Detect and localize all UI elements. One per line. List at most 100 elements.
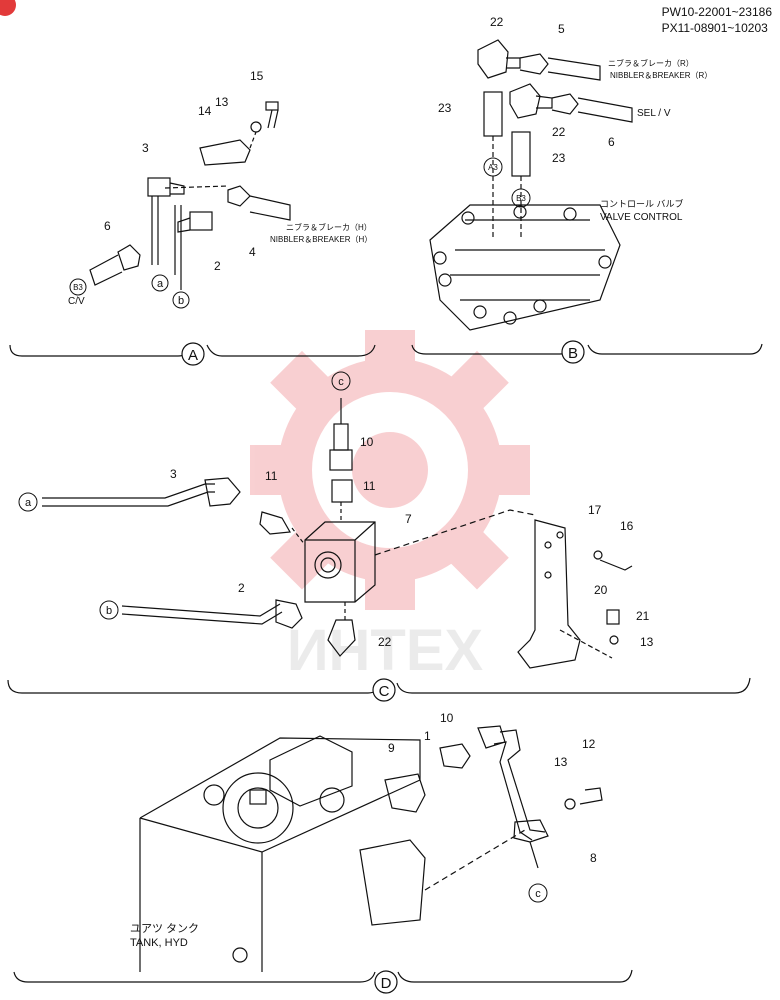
- serial-px: PX11-08901~10203: [661, 21, 768, 35]
- connector-c-d-label: c: [535, 888, 541, 900]
- nibbler-r-jp: ニブラ＆ブレーカ（R）: [608, 58, 694, 68]
- hose-6-b: [551, 93, 633, 123]
- section-b: [411, 39, 763, 355]
- nibbler-r-en: NIBBLER＆BREAKER（R）: [610, 71, 712, 80]
- elbow-2-c: [275, 599, 303, 629]
- part-10-d: 10: [440, 711, 454, 725]
- adapter-23-a: [483, 91, 503, 137]
- connector-b-top: [172, 291, 190, 309]
- tube-3: [42, 483, 215, 507]
- part-3-c: 3: [170, 467, 177, 481]
- connector-a3-label: A3: [488, 163, 498, 172]
- bolt-16: [599, 559, 633, 571]
- connector-b3-a: [69, 278, 87, 296]
- elbow-22-c: [327, 619, 356, 657]
- part-13-d: 13: [554, 755, 568, 769]
- bolt-12: [579, 787, 603, 805]
- part-13-c: 13: [640, 635, 654, 649]
- connector-a3: [483, 157, 503, 177]
- section-b-text: 22 5 ニブラ＆ブレーカ（R） NIBBLER＆BREAKER（R） 23 2…: [438, 15, 712, 364]
- section-b-label: B: [568, 345, 578, 362]
- connector-c-top: [331, 371, 351, 391]
- clamp-14: [199, 139, 251, 166]
- tube-8: [493, 729, 549, 869]
- nibbler-h-en: NIBBLER＆BREAKER（H）: [270, 235, 372, 244]
- washer-13: [250, 121, 262, 133]
- part-22-top: 22: [490, 15, 504, 29]
- connector-a-top: [151, 274, 169, 292]
- part-5: 5: [558, 22, 565, 36]
- serial-range: PW10-22001~23186 PX11-08901~10203: [662, 4, 772, 36]
- connector-b-top-label: b: [178, 295, 184, 307]
- connector-b3-a-label: B3: [73, 283, 83, 292]
- part-23-b: 23: [552, 151, 566, 165]
- part-17: 17: [588, 503, 602, 517]
- section-c-label: C: [379, 683, 390, 700]
- part-20: 20: [594, 583, 608, 597]
- adapter-10-body: [333, 423, 349, 451]
- bracket-20: [517, 519, 581, 669]
- connector-a-c-label: a: [25, 497, 32, 509]
- part-10-c: 10: [360, 435, 374, 449]
- part-3-a: 3: [142, 141, 149, 155]
- adapter-11-top: [331, 479, 353, 503]
- watermark: ИНТЕХ: [250, 330, 530, 683]
- part-2-c: 2: [238, 581, 245, 595]
- hose-5: [519, 53, 601, 81]
- section-d-text: 9 1 10 12 13 8 c ユアツ タンク TANK, HYD D: [130, 711, 597, 994]
- section-a-marker: [181, 342, 205, 366]
- connector-b3-b-label: B3: [516, 194, 526, 203]
- connector-c-d: [528, 883, 548, 903]
- part-6-b: 6: [608, 135, 615, 149]
- section-d-marker: [374, 970, 398, 994]
- part-8: 8: [590, 851, 597, 865]
- hydraulic-tank: [139, 735, 426, 972]
- part-7: 7: [405, 512, 412, 526]
- part-11-top: 11: [363, 479, 376, 493]
- part-2-a: 2: [214, 259, 221, 273]
- part-4: 4: [249, 245, 256, 259]
- part-12: 12: [582, 737, 596, 751]
- hose-4: [227, 185, 291, 221]
- washer-13-d: [564, 798, 576, 810]
- block-7: [304, 521, 376, 603]
- part-16: 16: [620, 519, 634, 533]
- tube-2: [121, 603, 283, 625]
- section-a-label: A: [188, 347, 198, 364]
- elbow-3: [147, 177, 185, 265]
- nibbler-h-jp: ニブラ＆ブレーカ（H）: [286, 222, 372, 232]
- bolt-15: [265, 101, 279, 129]
- adapter-10-d: [477, 725, 506, 749]
- adapter-11-left: [259, 511, 291, 535]
- watermark-text: ИНТЕХ: [287, 618, 484, 683]
- serial-pw: PW10-22001~23186: [661, 5, 772, 19]
- part-11-left: 11: [265, 469, 278, 483]
- part-23-a: 23: [438, 101, 452, 115]
- tank-jp: ユアツ タンク: [130, 922, 199, 935]
- part-14: 14: [198, 104, 212, 118]
- sel-v-label: SEL / V: [637, 108, 671, 119]
- adapter-23-b: [511, 131, 531, 177]
- part-13-a: 13: [215, 95, 229, 109]
- section-c-marker: [372, 678, 396, 702]
- part-15: 15: [250, 69, 264, 83]
- section-d-label: D: [381, 975, 392, 992]
- watermark-gear-icon: [278, 358, 502, 582]
- section-a-text: 15 13 14 3 6 2 4 ニブラ＆ブレーカ（H） NIBBLER＆BRE…: [68, 69, 372, 366]
- section-b-marker: [561, 340, 585, 364]
- connector-c-top-label: c: [338, 376, 344, 388]
- elbow-22-mid: [509, 83, 553, 119]
- adapter-1: [439, 743, 471, 769]
- part-22-mid: 22: [552, 125, 566, 139]
- adapter-10: [329, 449, 353, 471]
- corner-marker: [0, 0, 16, 16]
- cv-label: C/V: [68, 296, 85, 307]
- section-c-text: c 10 11 11 3 7 2 22 17 16 20 21 13 a b C: [18, 371, 654, 702]
- washer-17: [593, 550, 603, 560]
- connector-a-top-label: a: [157, 278, 164, 290]
- part-9: 9: [388, 741, 395, 755]
- connector-a-c: [18, 492, 38, 512]
- washer-13-c: [609, 635, 619, 645]
